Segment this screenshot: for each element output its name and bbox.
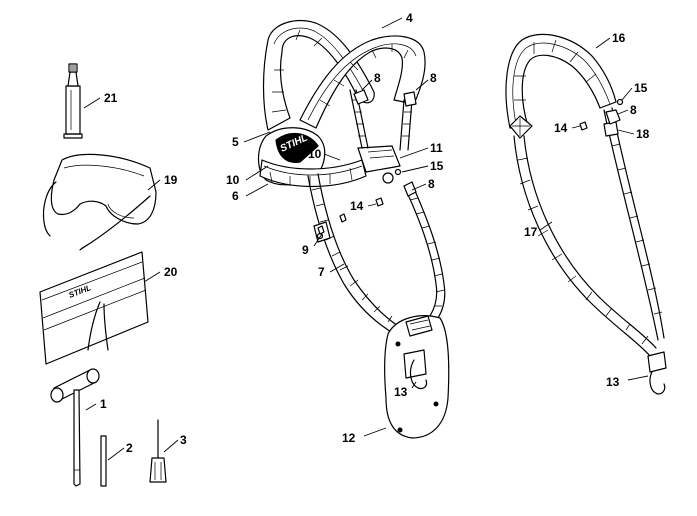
grease-tube xyxy=(63,63,83,139)
callout-14-b: 14 xyxy=(554,121,568,135)
screwdriver xyxy=(149,419,167,483)
callout-12: 12 xyxy=(342,431,356,445)
callout-1: 1 xyxy=(100,397,107,411)
tool-pouch: STIHL xyxy=(39,251,149,365)
callout-15-a: 15 xyxy=(430,159,444,173)
callout-5: 5 xyxy=(232,135,239,149)
callout-labels: 21 19 20 1 2 3 4 5 6 10 10 7 8 8 8 9 11 … xyxy=(100,11,650,455)
safety-glasses xyxy=(42,153,157,251)
callout-10-left: 10 xyxy=(226,173,240,187)
callout-4: 4 xyxy=(406,11,413,25)
callout-8-c: 8 xyxy=(428,177,435,191)
callout-19: 19 xyxy=(164,173,178,187)
callout-17: 17 xyxy=(524,225,538,239)
combination-wrench xyxy=(50,368,100,487)
callout-15-b: 15 xyxy=(634,81,648,95)
callout-18: 18 xyxy=(636,127,650,141)
callout-14-a: 14 xyxy=(350,199,364,213)
callout-3: 3 xyxy=(180,433,187,447)
callout-8-a: 8 xyxy=(374,71,381,85)
callout-10-right: 10 xyxy=(308,147,322,161)
callout-8-d: 8 xyxy=(630,103,637,117)
full-harness: STIHL xyxy=(257,19,450,439)
callout-16: 16 xyxy=(612,31,626,45)
callout-11: 11 xyxy=(430,141,443,155)
callout-13-a: 13 xyxy=(394,385,408,399)
leader-lines xyxy=(83,17,649,461)
locking-pin xyxy=(100,435,107,487)
callout-8-b: 8 xyxy=(430,71,437,85)
shoulder-strap xyxy=(505,33,667,395)
callout-20: 20 xyxy=(164,265,178,279)
callout-6: 6 xyxy=(232,189,239,203)
callout-9: 9 xyxy=(302,243,309,257)
callout-21: 21 xyxy=(104,91,118,105)
callout-7: 7 xyxy=(318,265,325,279)
callout-13-b: 13 xyxy=(606,375,620,389)
callout-2: 2 xyxy=(126,441,133,455)
